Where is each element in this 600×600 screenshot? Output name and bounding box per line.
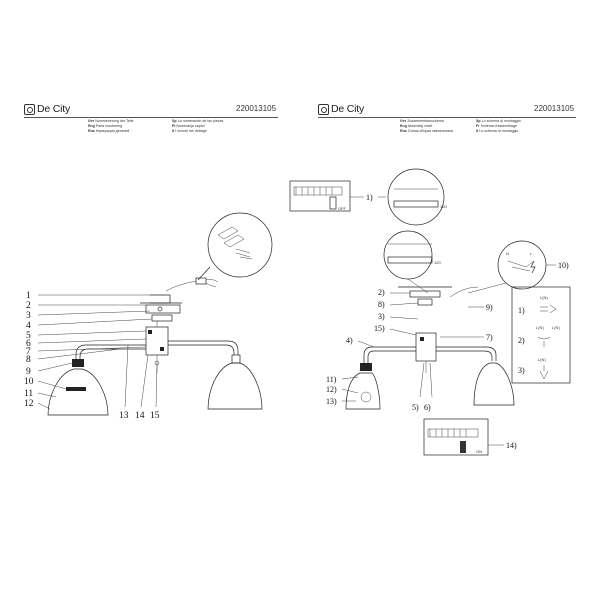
callout-12: 12 [24,399,34,409]
legend-row: It Lo schema di montaggio [476,128,519,133]
step-4: 4) [346,336,353,345]
step-5: 5) [412,403,419,412]
svg-text:N: N [506,251,509,256]
step-1: 1) [366,193,373,202]
callout-13: 13 [119,411,129,421]
right-page: De City 220013105 Ger Zusammenbauschema … [289,97,600,497]
right-legend-col2: Sp Lo schema di montaggio Fr Schéma d'as… [476,119,521,133]
callout-6: 6 [26,339,31,349]
svg-text:L(N): L(N) [540,295,548,300]
callout-5: 5 [26,331,31,341]
step-3: 3) [378,312,385,321]
step-callouts: 2) 8) 3) 15) 4) 9) 7) 11) 12) 13) 5) 6) [326,288,493,412]
callout-7: 7 [26,347,31,357]
callout-8: 8 [26,355,31,365]
left-page: De City 220013105 Ger Nummerierung der T… [0,97,300,497]
left-legend-col2: Sp La numeración de las piezas Pl Numera… [172,119,223,133]
legend-row: Sp La numeración de las piezas [172,119,224,123]
off-label: OFF [338,206,347,211]
right-lamp-shade [207,354,263,410]
step-9: 9) [486,303,493,312]
logo-text: De City [37,103,71,115]
wire-detail-zoom [197,212,273,281]
left-legend-col1: Ger Nummerierung der Teile Eng Parts num… [88,119,134,133]
step-14: 14) [506,441,517,450]
callout-leaders [37,294,158,410]
svg-text:L(N): L(N) [536,325,544,330]
legend-row: Eng Parts numbering [88,123,123,128]
on-label: ON [476,449,482,454]
legend-row: Eng Assembly chart [400,123,433,128]
right-article-number: 220013105 [534,104,575,113]
header-rule [24,117,278,118]
callout-2: 2 [26,301,31,311]
right-header: De City 220013105 Ger Zusammenbauschema … [300,97,600,137]
parts-numbering-drawing: 1 2 3 4 5 6 7 8 9 10 11 12 13 14 15 [24,212,273,421]
callout-11: 11 [24,389,33,399]
step-10: 10) [558,261,569,270]
legend-row: Ger Zusammenbauschema [400,119,444,123]
sub-step-2: 2) [518,336,525,345]
logo-icon [24,103,35,115]
step-15: 15) [374,324,385,333]
callout-14: 14 [135,411,145,421]
header-rule [318,117,576,118]
callout-15: 15 [150,411,160,421]
logo-text: De City [331,103,365,115]
sub-step-3: 3) [518,366,525,375]
callout-9: 9 [26,367,31,377]
legend-row: Pl Numeracja części [172,123,205,128]
terminal-block [165,277,219,292]
mounting-bracket [140,294,182,322]
dim-120-a: 120 [440,204,447,209]
svg-text:L(N): L(N) [552,325,560,330]
assembly-chart-drawing: OFF 1) 120 120 N L 10) [289,168,571,456]
legend-row: Ger Nummerierung der Teile [88,119,134,123]
step-12: 12) [326,385,337,394]
callout-3: 3 [26,311,31,321]
sub-step-1: 1) [518,306,525,315]
step-11: 11) [326,375,337,384]
wire-connection-box: 1) L(N) 2) L(N) L(N) 3) L(N) [511,286,571,384]
left-article-number: 220013105 [236,104,277,113]
callout-10: 10 [24,377,34,387]
left-lamp-shade [47,359,109,416]
step-1-switch-off: OFF 1) 120 [289,168,447,226]
legend-row: It I numeri dei dettagli [172,128,207,133]
right-logo: De City [318,103,364,115]
step-2-bracket: 120 [383,230,441,294]
step-13: 13) [326,397,337,406]
step-6: 6) [424,403,431,412]
legend-row: Sp Lo schema di montaggio [476,119,521,123]
right-legend-col1: Ger Zusammenbauschema Eng Assembly chart… [400,119,453,133]
step-10-wiring: N L 10) [467,240,569,294]
dim-120-b: 120 [434,260,441,265]
svg-text:L(N): L(N) [538,357,546,362]
left-header: De City 220013105 Ger Nummerierung der T… [0,97,300,137]
legend-row: Fr Schéma d'assemblage [476,123,517,128]
callout-1: 1 [26,291,31,301]
svg-text:L: L [530,251,533,256]
left-logo: De City [24,103,70,115]
assembled-lamp [345,286,515,410]
step-7: 7) [486,333,493,342]
logo-icon [318,103,329,115]
legend-row: Rus Схема сборки светильника [400,128,453,133]
callout-numbers: 1 2 3 4 5 6 7 8 9 10 11 12 13 14 15 [24,291,160,421]
callout-4: 4 [26,321,31,331]
step-8: 8) [378,300,385,309]
legend-row: Rus Нумерация деталей [88,128,130,133]
step-2: 2) [378,288,385,297]
step-14-switch-on: ON 14) [423,418,517,456]
